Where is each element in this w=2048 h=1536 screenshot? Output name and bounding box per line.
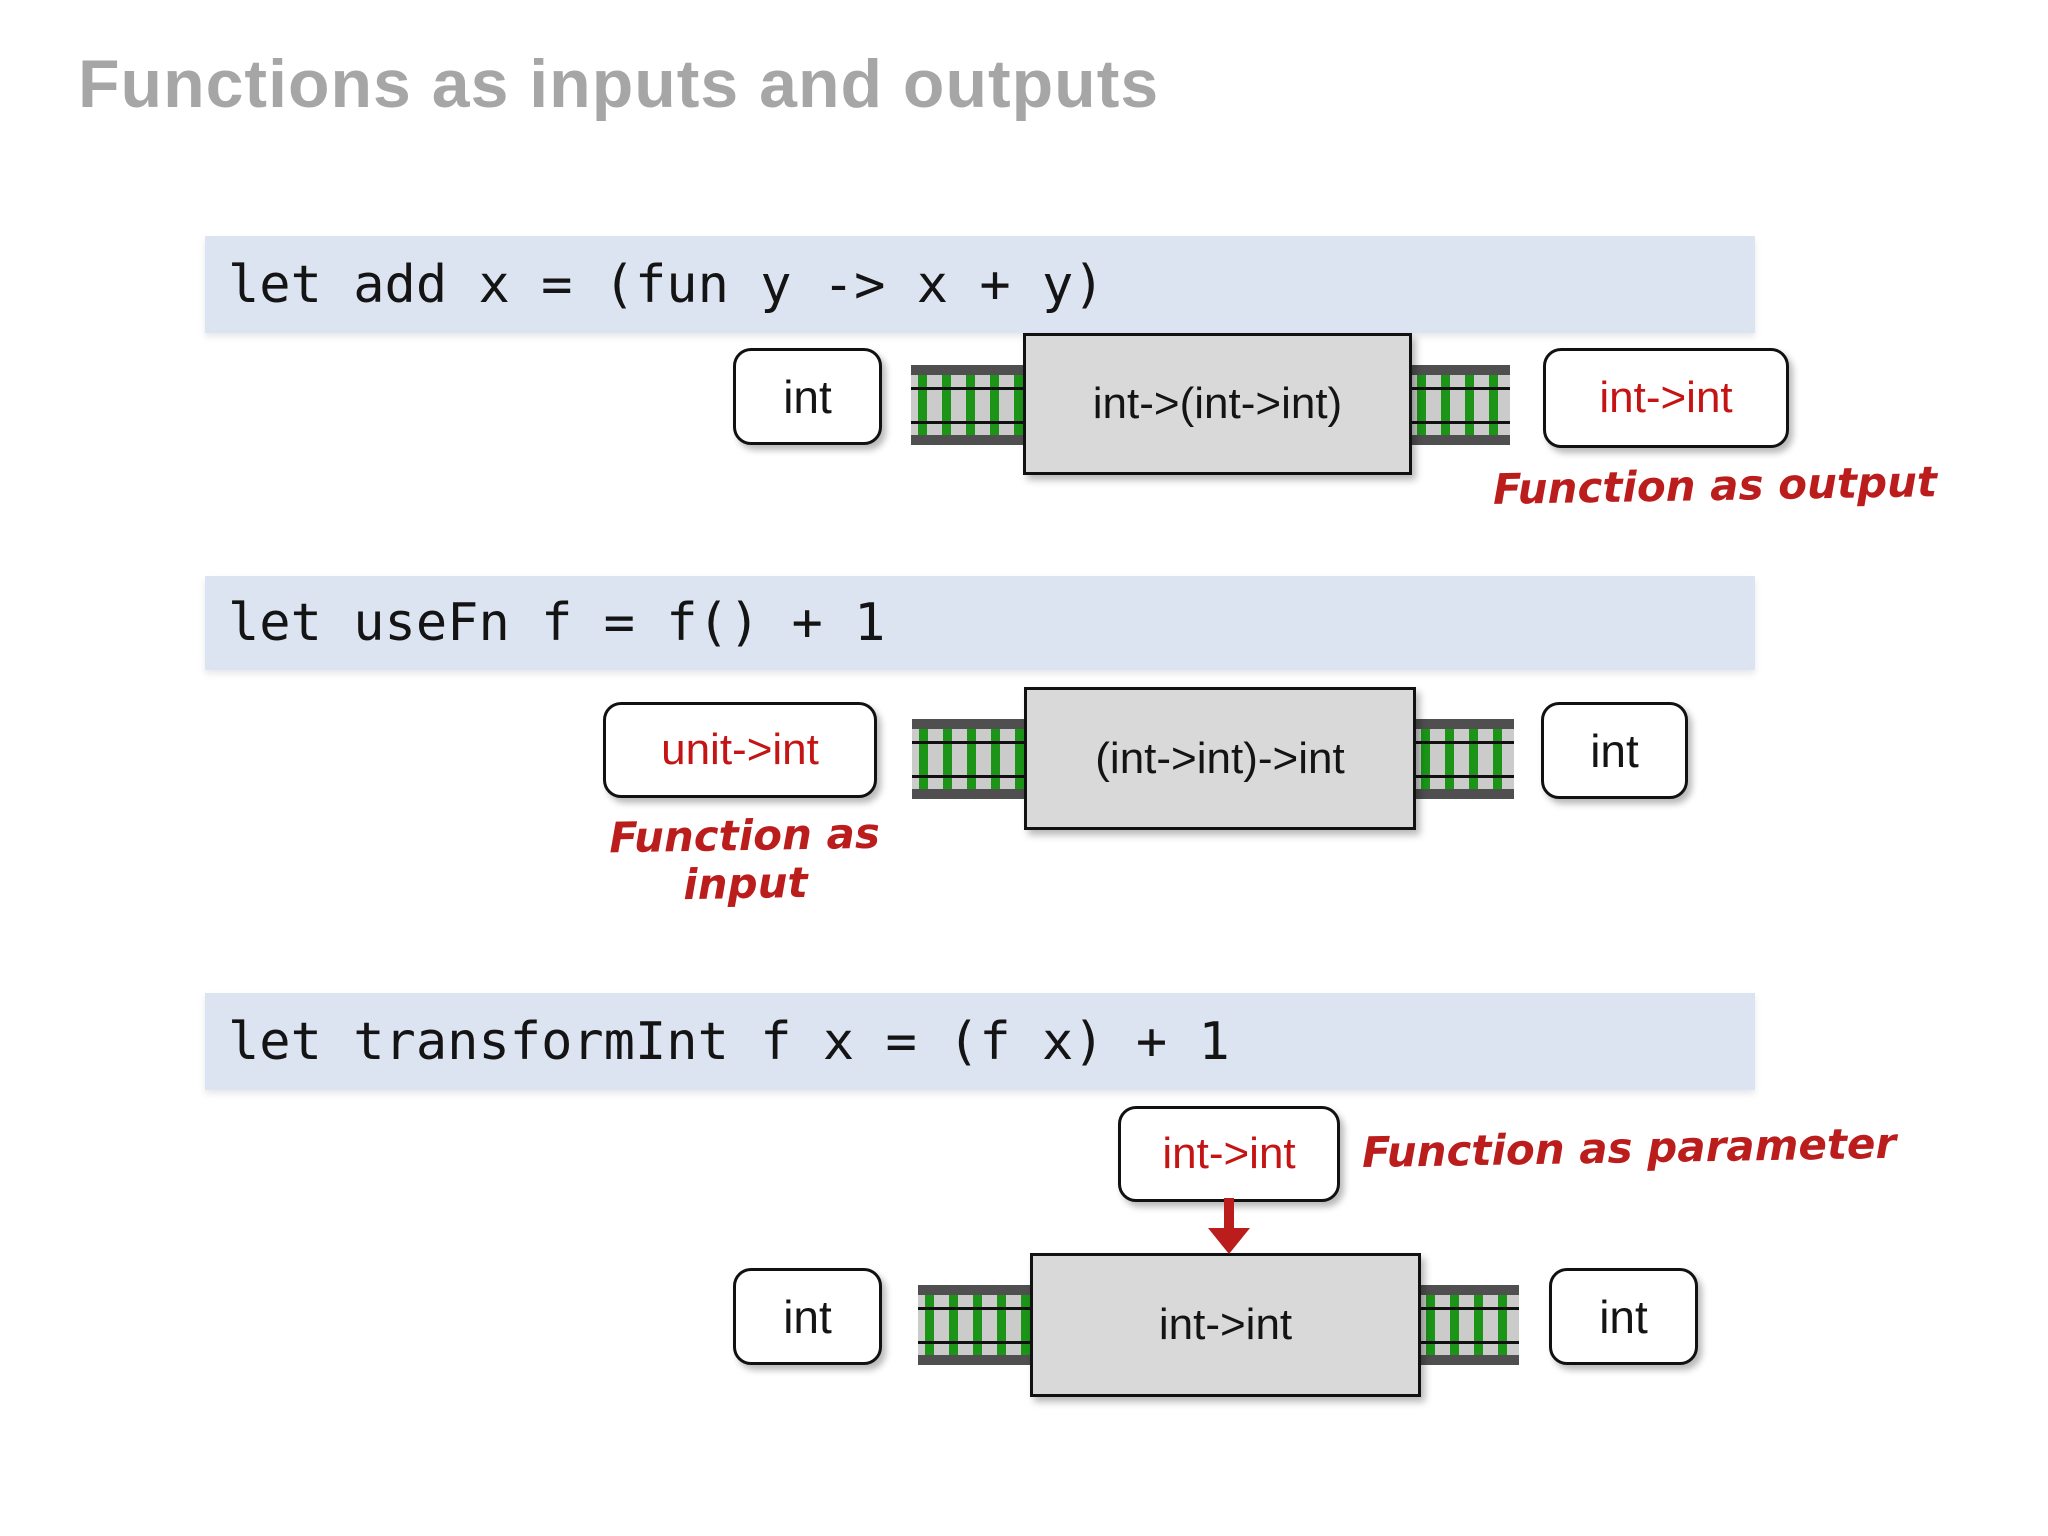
page-title: Functions as inputs and outputs [78, 46, 1160, 122]
function-machine-box: (int->int)->int [1024, 687, 1416, 830]
input-type-box: int [733, 1268, 882, 1365]
railway-track-graphic [918, 1285, 1032, 1365]
code-text: let useFn f = f() + 1 [228, 593, 886, 653]
annotation-function-as-input: Function as input [608, 808, 881, 910]
type-label: int [1599, 1290, 1648, 1343]
input-function-type-box: unit->int [603, 702, 877, 798]
code-snippet-usefn: let useFn f = f() + 1 [205, 576, 1755, 670]
code-text: let transformInt f x = (f x) + 1 [228, 1011, 1230, 1072]
code-text: let add x = (fun y -> x + y) [228, 254, 1105, 315]
railway-track-graphic [1410, 365, 1510, 445]
annotation-function-as-output: Function as output [1492, 457, 1938, 514]
type-label: int->int [1599, 373, 1733, 422]
type-label: unit->int [661, 725, 819, 774]
railway-track-graphic [912, 719, 1026, 799]
railway-track-graphic [911, 365, 1025, 445]
down-arrow-icon [1199, 1198, 1259, 1254]
function-machine-box: int->(int->int) [1023, 333, 1412, 475]
type-label: int->int [1162, 1129, 1296, 1178]
type-label: int [1590, 724, 1639, 777]
railway-track-graphic [1419, 1285, 1519, 1365]
code-snippet-transformint: let transformInt f x = (f x) + 1 [205, 993, 1755, 1090]
machine-type-label: int->(int->int) [1092, 379, 1343, 428]
output-type-box: int [1541, 702, 1688, 799]
machine-type-label: int->int [1158, 1300, 1293, 1349]
input-type-box: int [733, 348, 882, 445]
type-label: int [783, 370, 832, 423]
output-type-box: int [1549, 1268, 1698, 1365]
machine-type-label: (int->int)->int [1095, 733, 1345, 783]
railway-track-graphic [1414, 719, 1514, 799]
annotation-function-as-parameter: Function as parameter [1361, 1118, 1897, 1178]
function-machine-box: int->int [1030, 1253, 1421, 1397]
type-label: int [783, 1290, 832, 1343]
parameter-function-type-box: int->int [1118, 1106, 1340, 1202]
output-function-type-box: int->int [1543, 348, 1789, 448]
code-snippet-add: let add x = (fun y -> x + y) [205, 236, 1755, 333]
